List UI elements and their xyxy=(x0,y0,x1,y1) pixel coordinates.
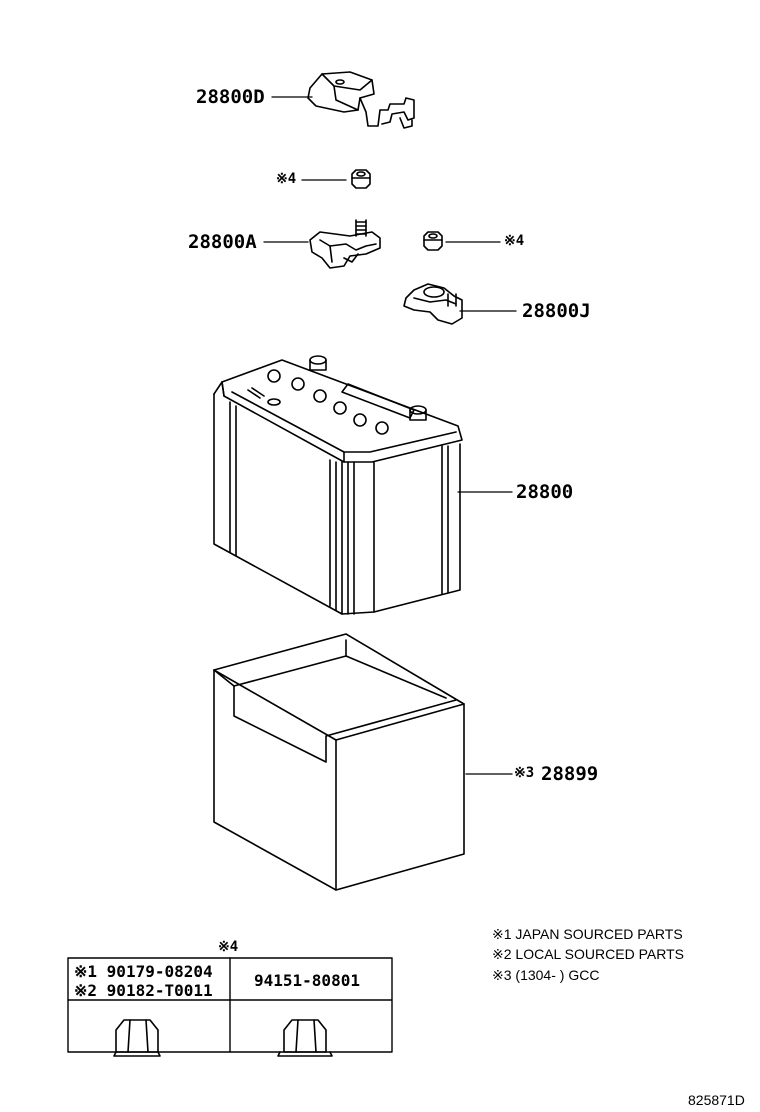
cell-caps xyxy=(267,369,389,435)
note-japan-sourced: ※1 JAPAN SOURCED PARTS xyxy=(492,926,683,942)
nut-icon xyxy=(423,231,443,251)
note-local-sourced: ※2 LOCAL SOURCED PARTS xyxy=(492,946,684,962)
terminal-cover-icon xyxy=(307,71,415,129)
part-label-positive-terminal: 28800A xyxy=(188,231,257,253)
part-label-negative-terminal: 28800J xyxy=(522,300,591,322)
nut-reference-label: ※4 xyxy=(276,171,297,187)
part-number-local: ※2 90182-T0011 xyxy=(74,981,213,1000)
part-label-tray: 28899 xyxy=(541,763,599,785)
table-reference-label: ※4 xyxy=(218,939,239,955)
nut-icon xyxy=(351,169,371,189)
battery-icon xyxy=(213,355,463,615)
diagram-id: 825871D xyxy=(688,1092,745,1108)
part-number-japan: ※1 90179-08204 xyxy=(74,962,213,981)
part-label-terminal-cover: 28800D xyxy=(196,86,265,108)
nut-reference-label: ※4 xyxy=(504,233,525,249)
part-label-battery: 28800 xyxy=(516,481,574,503)
battery-tray-icon xyxy=(213,633,465,891)
note-gcc: ※3 (1304- ) GCC xyxy=(492,967,600,983)
tray-reference-label: ※3 xyxy=(514,765,535,781)
leader-lines xyxy=(263,96,517,775)
positive-terminal-icon xyxy=(309,219,381,269)
part-number-nut: 94151-80801 xyxy=(254,971,360,990)
part-number-table xyxy=(67,957,393,1053)
hex-nut-icon xyxy=(113,1019,161,1057)
negative-terminal-icon xyxy=(403,283,463,325)
hex-nut-icon xyxy=(277,1019,333,1057)
